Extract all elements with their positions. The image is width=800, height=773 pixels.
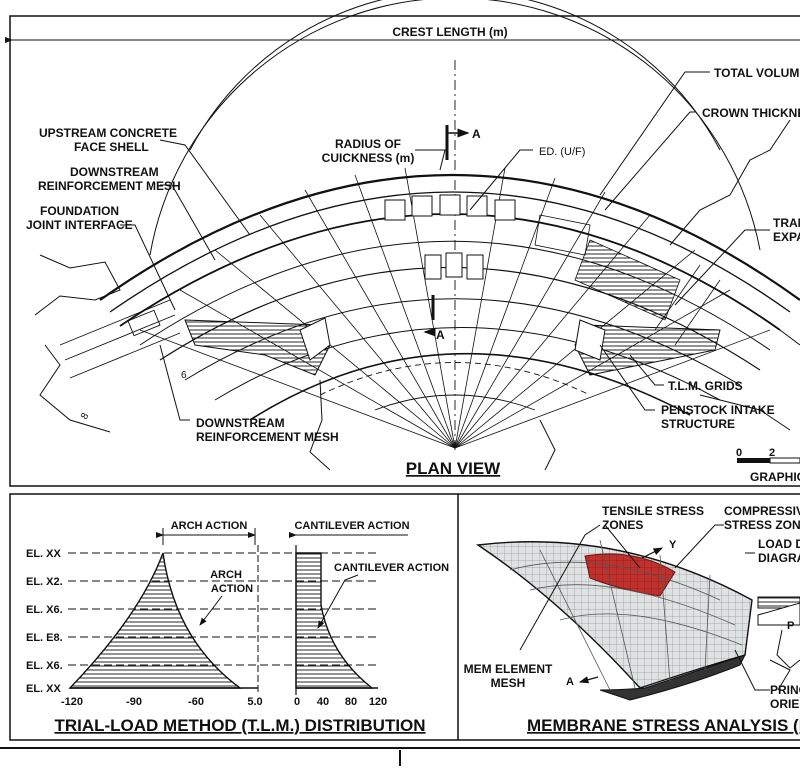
membrane-shell	[476, 541, 753, 689]
svg-text:A: A	[436, 328, 445, 342]
principal-orientation-glyph	[769, 629, 800, 691]
arch-tick: -90	[126, 696, 142, 708]
membrane-panel: Y A P TENSILE STRESS ZONES COMPRESSIVE S…	[464, 504, 800, 735]
tlm-panel: ARCH ACTION CANTILEVER ACTION EL. XX EL.…	[26, 520, 449, 735]
left-abutment-tunnel	[59, 299, 181, 379]
cant-tick: 40	[317, 696, 329, 708]
y-axis-label: Y	[669, 539, 677, 551]
terrain	[34, 119, 800, 471]
plan-view: CREST LENGTH (m)	[5, 0, 800, 484]
plan-leaders	[120, 71, 770, 421]
penstock-right	[574, 319, 721, 376]
dim-8-label: 8	[79, 411, 92, 422]
cantilever-action-inner-label: CANTILEVER ACTION	[334, 562, 449, 574]
radius-label: RADIUS OF	[335, 137, 401, 151]
elevation-label: EL. X6.	[26, 604, 63, 616]
svg-text:2: 2	[769, 447, 775, 459]
tensile-stress-zone	[584, 553, 676, 597]
arch-action-inner-label-2: ACTION	[211, 583, 253, 595]
upstream-face-label: UPSTREAM CONCRETE	[39, 126, 177, 140]
load-diagram-label-2: DIAGRA	[758, 551, 800, 565]
arch-tick: -120	[61, 696, 83, 708]
focal-arc	[374, 394, 536, 411]
transition-label: TRAN	[773, 216, 800, 230]
section-marker-bottom: A	[423, 295, 445, 342]
elevation-label: EL. E8.	[26, 632, 63, 644]
section-marker-top: A	[445, 125, 481, 160]
membrane-title: MEMBRANE STRESS ANALYSIS (ME	[527, 716, 800, 735]
ed-label: ED. (U/F)	[539, 146, 585, 158]
elevation-label: EL. XX	[26, 548, 62, 560]
foundation-label-2: JOINT INTERFACE	[26, 218, 133, 232]
cant-tick: 120	[369, 696, 387, 708]
load-diagram-label: LOAD D	[758, 537, 800, 551]
tlm-grids-label: T.L.M. GRIDS	[668, 379, 743, 393]
penstock-left	[184, 317, 331, 376]
sheet-frame	[0, 15, 800, 766]
svg-text:A: A	[472, 127, 481, 141]
principal-label-2: ORIEN	[770, 697, 800, 711]
tlm-title: TRIAL-LOAD METHOD (T.L.M.) DISTRIBUTION	[54, 716, 425, 735]
crest-galleries	[384, 194, 516, 280]
downstream-mesh-bottom-label: DOWNSTREAM	[196, 416, 285, 430]
mem-element-label: MEM ELEMENT	[464, 662, 553, 676]
cant-tick: 0	[294, 696, 300, 708]
penstock-label-2: STRUCTURE	[661, 417, 735, 431]
crest-length-label: CREST LENGTH (m)	[392, 25, 507, 39]
total-volume-label: TOTAL VOLUME	[714, 66, 800, 80]
a-axis-label: A	[566, 676, 574, 688]
svg-text:GRAPHIC: GRAPHIC	[750, 470, 800, 484]
downstream-mesh-bottom-label-2: REINFORCEMENT MESH	[196, 430, 339, 444]
radius-label-2: CUICKNESS (m)	[322, 151, 415, 165]
transition-label-2: EXPA	[773, 230, 800, 244]
arch-action-header: ARCH ACTION	[171, 520, 248, 532]
downstream-mesh-label-2: REINFORCEMENT MESH	[38, 179, 181, 193]
downstream-mesh-label: DOWNSTREAM	[70, 165, 159, 179]
crest-dim-arc	[189, 0, 721, 151]
tensile-label-2: ZONES	[602, 518, 643, 532]
membrane-shell-dark-edge	[599, 654, 746, 701]
principal-label: PRINC	[770, 683, 800, 697]
cantilever-action-header: CANTILEVER ACTION	[294, 520, 409, 532]
crown-thickness-label: CROWN THICKNESS	[702, 106, 800, 120]
penstock-label: PENSTOCK INTAKE	[661, 403, 775, 417]
compressive-label-2: STRESS ZONE	[724, 518, 800, 532]
elevation-label: EL. XX	[26, 683, 62, 695]
elevation-label: EL. X6.	[26, 660, 63, 672]
cant-tick: 80	[345, 696, 357, 708]
svg-text:0: 0	[736, 447, 742, 459]
p-label: P	[787, 620, 794, 632]
arch-tick: -60	[188, 696, 204, 708]
tensile-label: TENSILE STRESS	[602, 504, 704, 518]
mem-element-label-2: MESH	[491, 676, 526, 690]
elevation-lines	[68, 552, 378, 666]
compressive-label: COMPRESSIVE	[724, 504, 800, 518]
dim-6-label: 6	[181, 370, 187, 381]
foundation-label: FOUNDATION	[40, 204, 119, 218]
arch-action-inner-label: ARCH	[210, 569, 242, 581]
arch-tick: 5.0	[247, 696, 262, 708]
lower-dashed-arc	[319, 362, 591, 396]
upstream-face-label-2: FACE SHELL	[74, 140, 149, 154]
elevation-label: EL. X2.	[26, 576, 63, 588]
plan-view-title: PLAN VIEW	[406, 459, 501, 478]
load-diagram	[757, 596, 800, 626]
graphic-scale: 0 2 GRAPHIC	[736, 447, 800, 484]
